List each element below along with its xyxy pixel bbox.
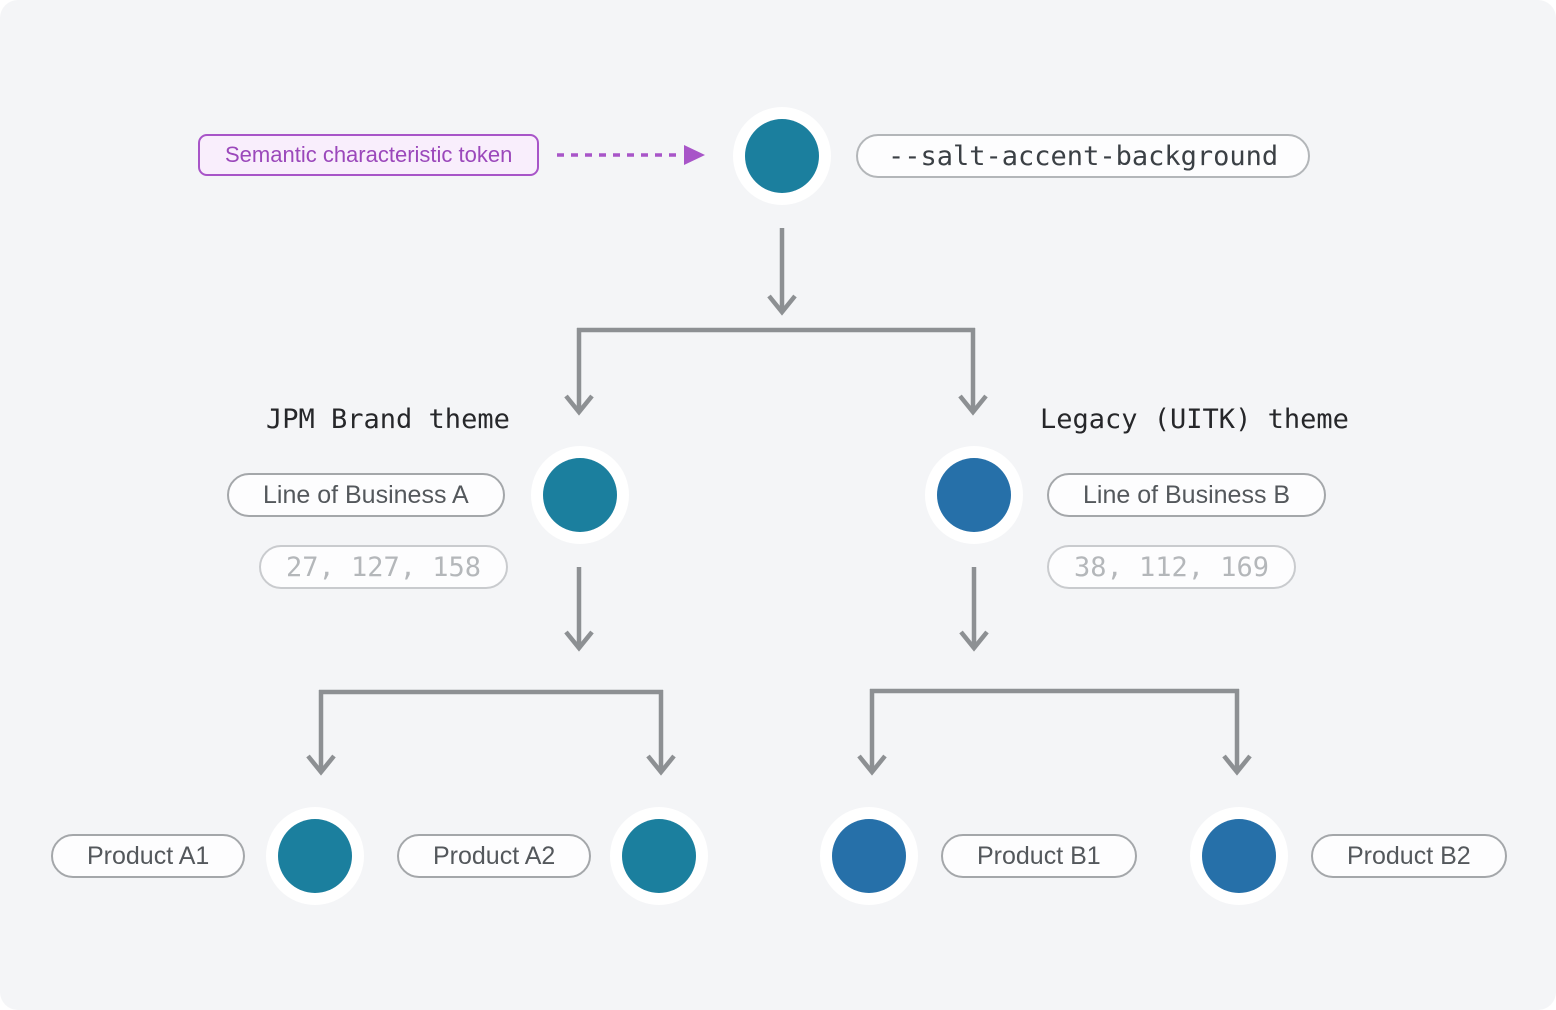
theme-a-title: JPM Brand theme (266, 404, 510, 435)
product-a1-node (266, 807, 364, 905)
annotation-label: Semantic characteristic token (198, 134, 540, 176)
product-b1-node (820, 807, 918, 905)
theme-a-branch-connector (306, 567, 676, 776)
theme-branch-connector (564, 327, 988, 416)
theme-b-rgb-pill: 38, 112, 169 (1047, 545, 1297, 589)
theme-b-business-pill: Line of Business B (1047, 473, 1327, 517)
root-token-swatch (745, 119, 819, 193)
theme-b-node (925, 446, 1023, 544)
product-a2-node (610, 807, 708, 905)
product-b2-pill: Product B2 (1311, 834, 1507, 878)
dotted-arrow-right-icon (557, 145, 705, 165)
theme-a-swatch (543, 458, 617, 532)
theme-a-business-pill: Line of Business A (227, 473, 505, 517)
theme-b-title: Legacy (UITK) theme (1040, 404, 1349, 435)
product-a1-pill: Product A1 (51, 834, 246, 878)
product-a2-pill: Product A2 (397, 834, 592, 878)
product-b2-swatch (1202, 819, 1276, 893)
theme-b-swatch (937, 458, 1011, 532)
root-token-name-pill: --salt-accent-background (856, 134, 1311, 178)
root-token-node (733, 107, 831, 205)
product-b1-swatch (832, 819, 906, 893)
product-b1-pill: Product B1 (941, 834, 1137, 878)
product-a2-swatch (622, 819, 696, 893)
theme-b-branch-connector (857, 567, 1252, 776)
theme-a-node (531, 446, 629, 544)
product-b2-node (1190, 807, 1288, 905)
theme-a-rgb-pill: 27, 127, 158 (259, 545, 509, 589)
product-a1-swatch (278, 819, 352, 893)
